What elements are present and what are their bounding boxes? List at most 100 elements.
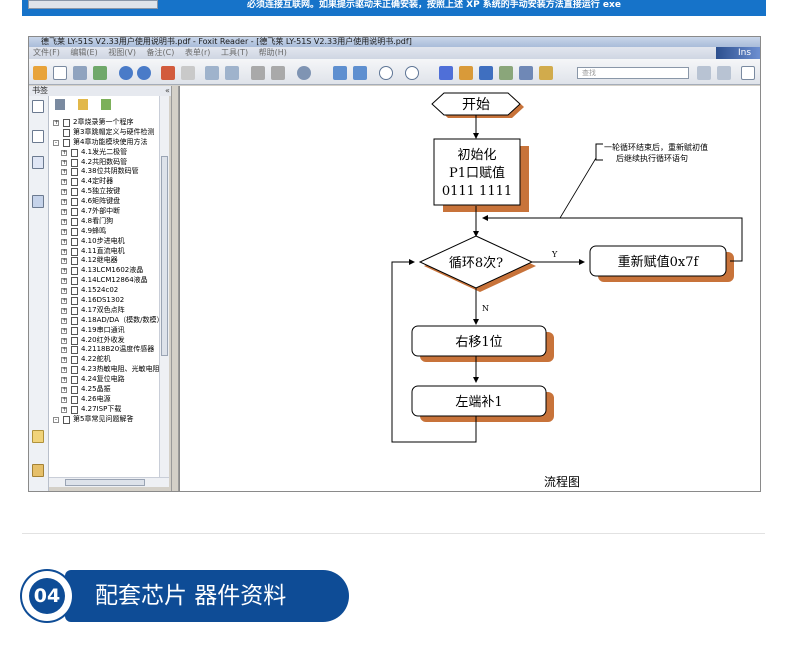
bookmark-item[interactable]: +4.20红外收发 (49, 336, 169, 346)
zoom-icon[interactable] (297, 66, 311, 80)
bookmark-item[interactable]: +4.27ISP下载 (49, 405, 169, 415)
bookmark-item[interactable]: +4.23热敏电阻、光敏电阻 (49, 365, 169, 375)
single-page-icon[interactable] (333, 66, 347, 80)
find-input[interactable]: 查找 (577, 67, 689, 79)
bookmark-item[interactable]: +4.22舵机 (49, 355, 169, 365)
bookmark-expander[interactable]: + (61, 158, 68, 166)
delete-bookmark-icon[interactable] (55, 99, 65, 110)
bookmark-expander[interactable]: + (61, 168, 68, 176)
bookmark-item[interactable]: 第3章跳帽定义与硬件检测 (49, 128, 169, 138)
bookmark-expander[interactable]: + (61, 287, 68, 295)
bookmark-item[interactable]: +4.17双色点阵 (49, 306, 169, 316)
bookmark-item[interactable]: +2章烧录第一个程序 (49, 118, 169, 128)
bookmark-expander[interactable]: + (61, 366, 68, 374)
new-bookmark-icon[interactable] (78, 99, 89, 110)
image-icon[interactable] (539, 66, 553, 80)
next-page-icon[interactable] (137, 66, 151, 80)
bookmark-item[interactable]: +4.16DS1302 (49, 296, 169, 306)
bookmark-item[interactable]: +4.7外部中断 (49, 207, 169, 217)
bookmark-item[interactable]: +4.9蜂鸣 (49, 227, 169, 237)
zoom-out-icon[interactable] (379, 66, 393, 80)
page-view-icon[interactable] (741, 66, 755, 80)
bookmark-item[interactable]: -第4章功能模块使用方法 (49, 138, 169, 148)
bookmark-item[interactable]: +4.12继电器 (49, 256, 169, 266)
email-icon[interactable] (93, 66, 107, 80)
bookmark-item[interactable]: -第5章常见问题解答 (49, 415, 169, 425)
bookmark-item[interactable]: +4.10步进电机 (49, 237, 169, 247)
prev-page-icon[interactable] (119, 66, 133, 80)
bookmark-expander[interactable]: + (61, 356, 68, 364)
bookmark-item[interactable]: +4.1发光二极管 (49, 148, 169, 158)
bookmark-item[interactable]: +4.2共阳数码管 (49, 158, 169, 168)
undo-icon[interactable] (251, 66, 265, 80)
bookmark-expander[interactable]: + (61, 395, 68, 403)
bookmark-item[interactable]: +4.26电源 (49, 395, 169, 405)
menu-help[interactable]: 帮助(H) (258, 48, 287, 57)
bookmark-item[interactable]: +4.5独立按键 (49, 187, 169, 197)
forward-icon[interactable] (181, 66, 195, 80)
bookmark-item[interactable]: +4.25晶振 (49, 385, 169, 395)
bookmark-expander[interactable]: - (53, 415, 59, 423)
bookmark-item[interactable]: +4.38位共阴数码管 (49, 167, 169, 177)
bookmark-expander[interactable]: + (61, 257, 68, 265)
bookmark-expander[interactable]: - (53, 138, 59, 146)
bookmarks-hscrollbar[interactable] (49, 477, 169, 487)
pages-tab-icon[interactable] (32, 100, 44, 113)
add-child-bookmark-icon[interactable] (101, 99, 112, 110)
bookmark-item[interactable]: +4.19串口通讯 (49, 326, 169, 336)
bookmark-expander[interactable]: + (61, 297, 68, 305)
attachments-tab-icon[interactable] (32, 464, 44, 477)
bookmark-item[interactable]: +4.6矩阵键盘 (49, 197, 169, 207)
zoom-in-icon[interactable] (405, 66, 419, 80)
select-arrow-icon[interactable] (479, 66, 493, 80)
bookmark-expander[interactable]: + (61, 267, 68, 275)
bookmark-item[interactable]: +4.18AD/DA（模数/数模） (49, 316, 169, 326)
bookmark-expander[interactable]: + (61, 247, 68, 255)
bookmark-expander[interactable]: + (61, 376, 68, 384)
notes-tab-icon[interactable] (32, 430, 44, 443)
bookmark-expander[interactable]: + (61, 326, 68, 334)
redo-icon[interactable] (271, 66, 285, 80)
comments-tab-icon[interactable] (32, 195, 44, 208)
bookmark-expander[interactable]: + (61, 178, 68, 186)
bookmark-item[interactable]: +4.11直流电机 (49, 247, 169, 257)
bookmark-expander[interactable]: + (61, 217, 68, 225)
bookmark-expander[interactable]: + (61, 336, 68, 344)
save-icon[interactable] (53, 66, 67, 80)
bookmark-expander[interactable]: + (61, 148, 68, 156)
bookmarks-scrollbar[interactable] (159, 96, 169, 477)
menu-edit[interactable]: 编辑(E) (70, 48, 98, 57)
print-icon[interactable] (73, 66, 87, 80)
fit-width-icon[interactable] (225, 66, 239, 80)
bookmark-expander[interactable]: + (61, 227, 68, 235)
bookmark-item[interactable]: +4.13LCM1602液晶 (49, 266, 169, 276)
text-select-icon[interactable] (459, 66, 473, 80)
panel-splitter[interactable] (171, 86, 179, 491)
bookmark-expander[interactable]: + (61, 198, 68, 206)
menu-form[interactable]: 表单(r) (184, 48, 211, 57)
fit-page-icon[interactable] (205, 66, 219, 80)
bookmark-expander[interactable]: + (61, 405, 68, 413)
typewriter-icon[interactable] (519, 66, 533, 80)
layers-tab-icon[interactable] (32, 156, 44, 169)
find-prev-icon[interactable] (697, 66, 711, 80)
bookmark-expander[interactable]: + (61, 346, 68, 354)
bookmark-expander[interactable]: + (61, 306, 68, 314)
bookmark-expander[interactable]: + (61, 277, 68, 285)
bookmark-expander[interactable]: + (61, 386, 68, 394)
bookmark-item[interactable]: +4.2118B20温度传感器 (49, 345, 169, 355)
bookmark-item[interactable]: +4.4定时器 (49, 177, 169, 187)
bookmark-expander[interactable]: + (61, 188, 68, 196)
open-icon[interactable] (33, 66, 47, 80)
find-next-icon[interactable] (717, 66, 731, 80)
bookmarks-hscroll-thumb[interactable] (65, 479, 145, 486)
back-icon[interactable] (161, 66, 175, 80)
bookmark-item[interactable]: +4.14LCM12864液晶 (49, 276, 169, 286)
bookmark-item[interactable]: +4.8看门狗 (49, 217, 169, 227)
menu-file[interactable]: 文件(F) (33, 48, 60, 57)
hand-tool-icon[interactable] (439, 66, 453, 80)
menu-comment[interactable]: 备注(C) (146, 48, 175, 57)
bookmark-item[interactable]: +4.24复位电路 (49, 375, 169, 385)
continuous-page-icon[interactable] (353, 66, 367, 80)
bookmark-expander[interactable]: + (53, 119, 60, 126)
